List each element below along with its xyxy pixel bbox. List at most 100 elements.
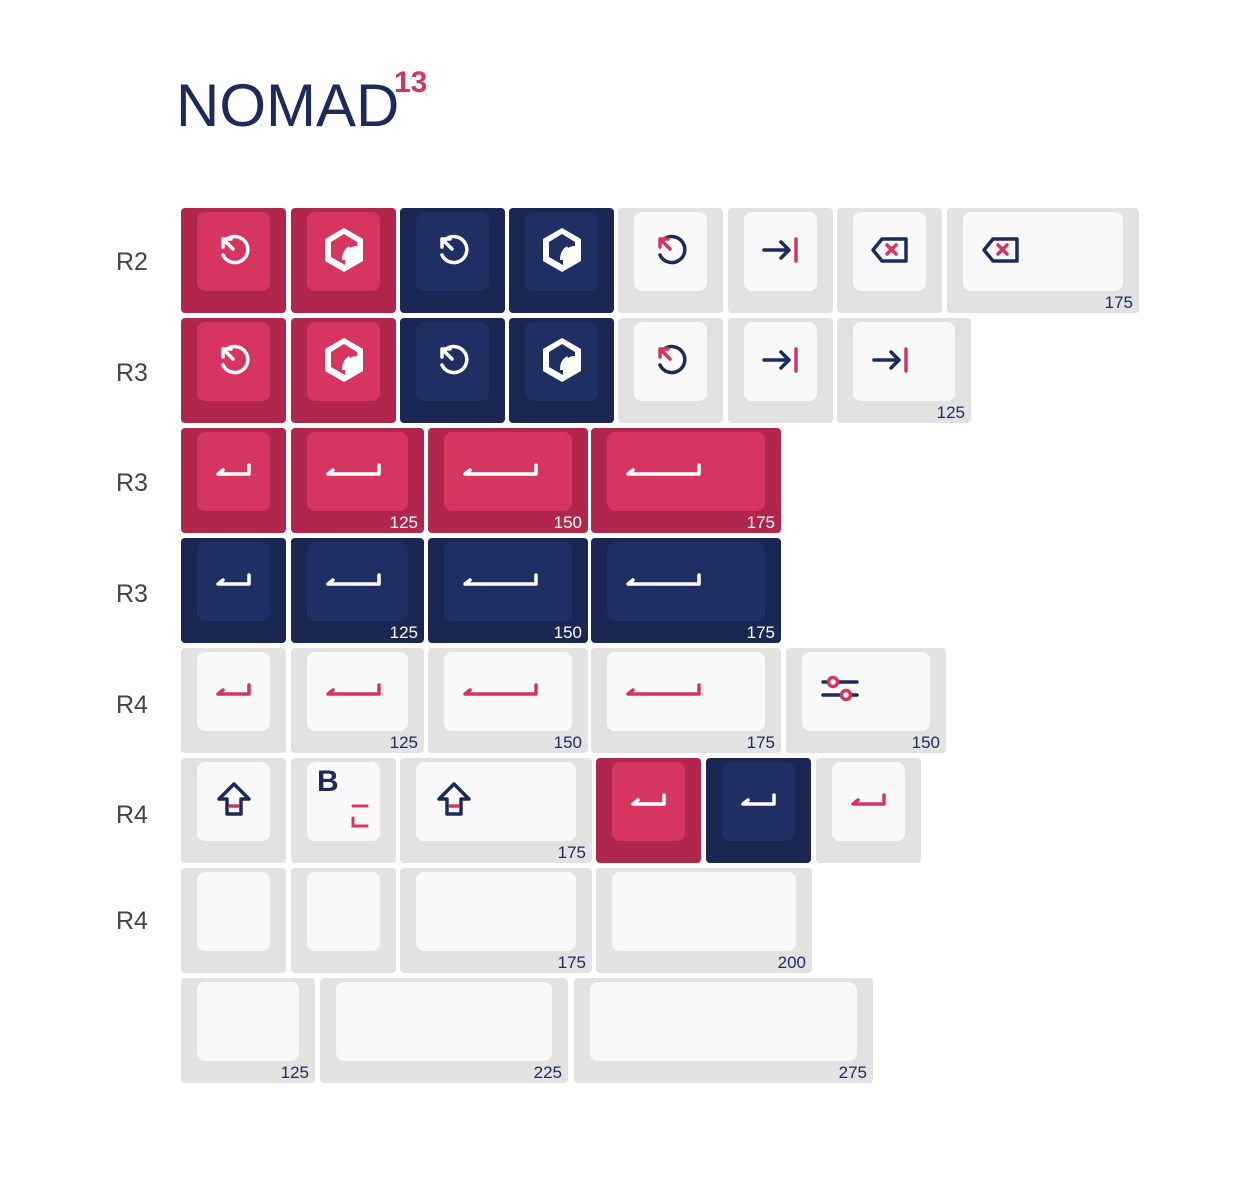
row-label-r4: R4: [116, 907, 148, 935]
keycap-red-enter: 150: [428, 428, 588, 533]
keycap-red-enter: [181, 428, 286, 533]
keycap-navy-nomad-cube-logo: [509, 318, 614, 423]
row-label-r3: R3: [116, 580, 148, 608]
keycap-white-backspace: 175: [947, 208, 1139, 313]
timer-reset-icon: [433, 230, 473, 275]
keycap-top: [416, 762, 576, 841]
keycap-white-enter: 150: [428, 648, 588, 753]
keycap-top: [802, 652, 930, 731]
timer-reset-icon: [433, 340, 473, 385]
enter-icon: [850, 792, 888, 813]
keycap-navy-timer-reset: [400, 318, 505, 423]
title-name: NOMAD: [176, 72, 400, 139]
keycap-size-label: 175: [557, 953, 586, 972]
keycap-top: [634, 212, 707, 291]
row-label-r2: R2: [116, 248, 148, 276]
keycap-red-enter: 175: [591, 428, 781, 533]
keycap-white-blank: 225: [320, 978, 568, 1083]
keycap-white-tab-arrow: [728, 208, 833, 313]
keycap-size-label: 175: [557, 843, 586, 862]
keycap-top: [307, 872, 380, 951]
row-label-r4: R4: [116, 801, 148, 829]
keycap-red-nomad-cube-logo: [291, 208, 396, 313]
keycap-top: [307, 652, 408, 731]
keycap-red-timer-reset: [181, 318, 286, 423]
keycap-white-enter: 175: [591, 648, 781, 753]
keycap-white-blank: 125: [181, 978, 315, 1083]
keycap-white-timer-reset: [618, 318, 723, 423]
nomad-cube-logo-icon: [538, 226, 586, 279]
enter-icon: [325, 682, 383, 703]
backspace-icon: [981, 235, 1021, 270]
keycap-white-blank: 200: [596, 868, 812, 973]
enter-icon: [462, 682, 540, 703]
keycap-size-label: 125: [389, 733, 418, 752]
keycap-white-blank: 275: [574, 978, 873, 1083]
keycap-top: [197, 432, 270, 511]
keycap-red-timer-reset: [181, 208, 286, 313]
keycap-red-enter: 125: [291, 428, 424, 533]
enter-icon: [625, 462, 703, 483]
enter-icon: [625, 682, 703, 703]
keycap-size-label: 150: [911, 733, 940, 752]
keycap-navy-nomad-cube-logo: [509, 208, 614, 313]
keycap-top: [197, 652, 270, 731]
keycap-size-label: 125: [389, 623, 418, 642]
keycap-white-shift-arrow: [181, 758, 286, 863]
keycap-size-label: 150: [553, 623, 582, 642]
keycap-top: [832, 762, 905, 841]
keycap-size-label: 200: [777, 953, 806, 972]
title-superscript: 13: [394, 66, 428, 99]
keycap-navy-timer-reset: [400, 208, 505, 313]
keycap-white-shift-arrow: 175: [400, 758, 592, 863]
keycap-red-nomad-cube-logo: [291, 318, 396, 423]
keycap-size-label: 125: [936, 403, 965, 422]
enter-icon: [325, 572, 383, 593]
keycap-navy-enter: [706, 758, 811, 863]
keycap-size-label: 225: [533, 1063, 562, 1082]
keycap-size-label: 150: [553, 733, 582, 752]
keycap-white-enter: [181, 648, 286, 753]
keycap-navy-enter: 125: [291, 538, 424, 643]
keycap-top: [197, 982, 299, 1061]
keycap-size-label: 175: [746, 623, 775, 642]
keycap-white-enter: [816, 758, 921, 863]
keycap-white-sliders: 150: [786, 648, 946, 753]
keycap-white-backspace: [837, 208, 942, 313]
keycap-white-b-key-legend: B: [291, 758, 396, 863]
keycap-top: [197, 212, 270, 291]
keycap-top: [722, 762, 795, 841]
keycap-top: [197, 542, 270, 621]
keycap-top: [634, 322, 707, 401]
keycap-white-enter: 125: [291, 648, 424, 753]
keycap-top: [336, 982, 552, 1061]
keycap-size-label: 125: [280, 1063, 309, 1082]
tab-arrow-icon: [761, 235, 801, 270]
keycap-top: [416, 322, 489, 401]
keycap-size-label: 125: [389, 513, 418, 532]
keycap-white-blank: [181, 868, 286, 973]
keycap-top: [197, 762, 270, 841]
row-label-r3: R3: [116, 359, 148, 387]
keycap-top: [197, 872, 270, 951]
keycap-size-label: 275: [838, 1063, 867, 1082]
keycap-navy-enter: [181, 538, 286, 643]
page-title: NOMAD 13: [176, 68, 427, 139]
enter-icon: [740, 792, 778, 813]
timer-reset-icon: [651, 340, 691, 385]
keycap-size-label: 175: [746, 513, 775, 532]
enter-icon: [325, 462, 383, 483]
nomad-cube-logo-icon: [320, 226, 368, 279]
keycap-white-blank: [291, 868, 396, 973]
enter-icon: [462, 572, 540, 593]
keycap-red-enter: [596, 758, 701, 863]
b-letter-legend: B: [317, 765, 339, 798]
keycap-size-label: 175: [1104, 293, 1133, 312]
tab-arrow-icon: [871, 345, 911, 380]
keycap-top: [197, 322, 270, 401]
enter-icon: [215, 572, 253, 593]
sliders-icon: [820, 675, 860, 710]
keycap-top: [307, 432, 408, 511]
backspace-icon: [870, 235, 910, 270]
row-label-r3: R3: [116, 469, 148, 497]
